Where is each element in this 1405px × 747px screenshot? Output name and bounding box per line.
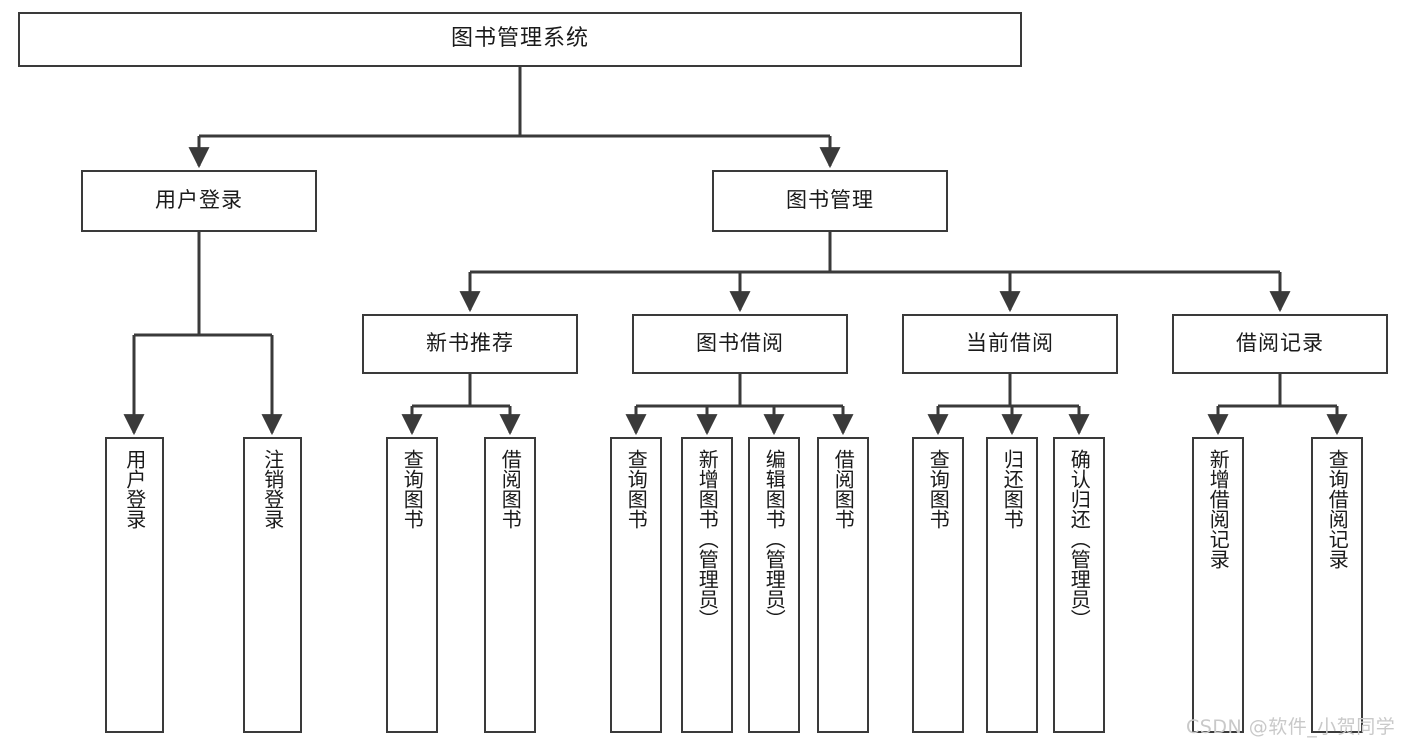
leaf-label: 借阅图书: [498, 449, 523, 529]
node-new-book-rec[interactable]: 新书推荐: [362, 314, 578, 374]
leaf-label: 用户登录: [122, 449, 147, 529]
node-borrow-records[interactable]: 借阅记录: [1172, 314, 1388, 374]
leaf-label: 编辑图书（管理员）: [762, 449, 787, 629]
node-leaf-rec-borrow-book[interactable]: 借阅图书: [484, 437, 536, 733]
leaf-label: 注销登录: [260, 449, 285, 529]
node-leaf-cur-return-book[interactable]: 归还图书: [986, 437, 1038, 733]
node-leaf-user-logout[interactable]: 注销登录: [243, 437, 302, 733]
leaf-label: 查询借阅记录: [1325, 449, 1350, 569]
node-leaf-cur-confirm-return[interactable]: 确认归还（管理员）: [1053, 437, 1105, 733]
node-leaf-rec-add-record[interactable]: 新增借阅记录: [1192, 437, 1244, 733]
node-leaf-borrow-lend-book[interactable]: 借阅图书: [817, 437, 869, 733]
node-leaf-rec-query-book[interactable]: 查询图书: [386, 437, 438, 733]
node-current-borrow[interactable]: 当前借阅: [902, 314, 1118, 374]
node-leaf-borrow-query-book[interactable]: 查询图书: [610, 437, 662, 733]
node-leaf-borrow-add-book[interactable]: 新增图书（管理员）: [681, 437, 733, 733]
leaf-label: 查询图书: [400, 449, 425, 529]
leaf-label: 新增借阅记录: [1206, 449, 1231, 569]
node-leaf-borrow-edit-book[interactable]: 编辑图书（管理员）: [748, 437, 800, 733]
watermark-text: CSDN @软件_小贺同学: [1186, 716, 1396, 738]
leaf-label: 借阅图书: [831, 449, 856, 529]
leaf-label: 新增图书（管理员）: [695, 449, 720, 629]
node-book-borrow[interactable]: 图书借阅: [632, 314, 848, 374]
leaf-label: 确认归还（管理员）: [1067, 449, 1092, 629]
node-leaf-rec-query-record[interactable]: 查询借阅记录: [1311, 437, 1363, 733]
leaf-label: 查询图书: [926, 449, 951, 529]
node-user-login[interactable]: 用户登录: [81, 170, 317, 232]
node-root[interactable]: 图书管理系统: [18, 12, 1022, 67]
node-leaf-cur-query-book[interactable]: 查询图书: [912, 437, 964, 733]
node-leaf-user-login[interactable]: 用户登录: [105, 437, 164, 733]
leaf-label: 查询图书: [624, 449, 649, 529]
leaf-label: 归还图书: [1000, 449, 1025, 529]
node-book-manage[interactable]: 图书管理: [712, 170, 948, 232]
